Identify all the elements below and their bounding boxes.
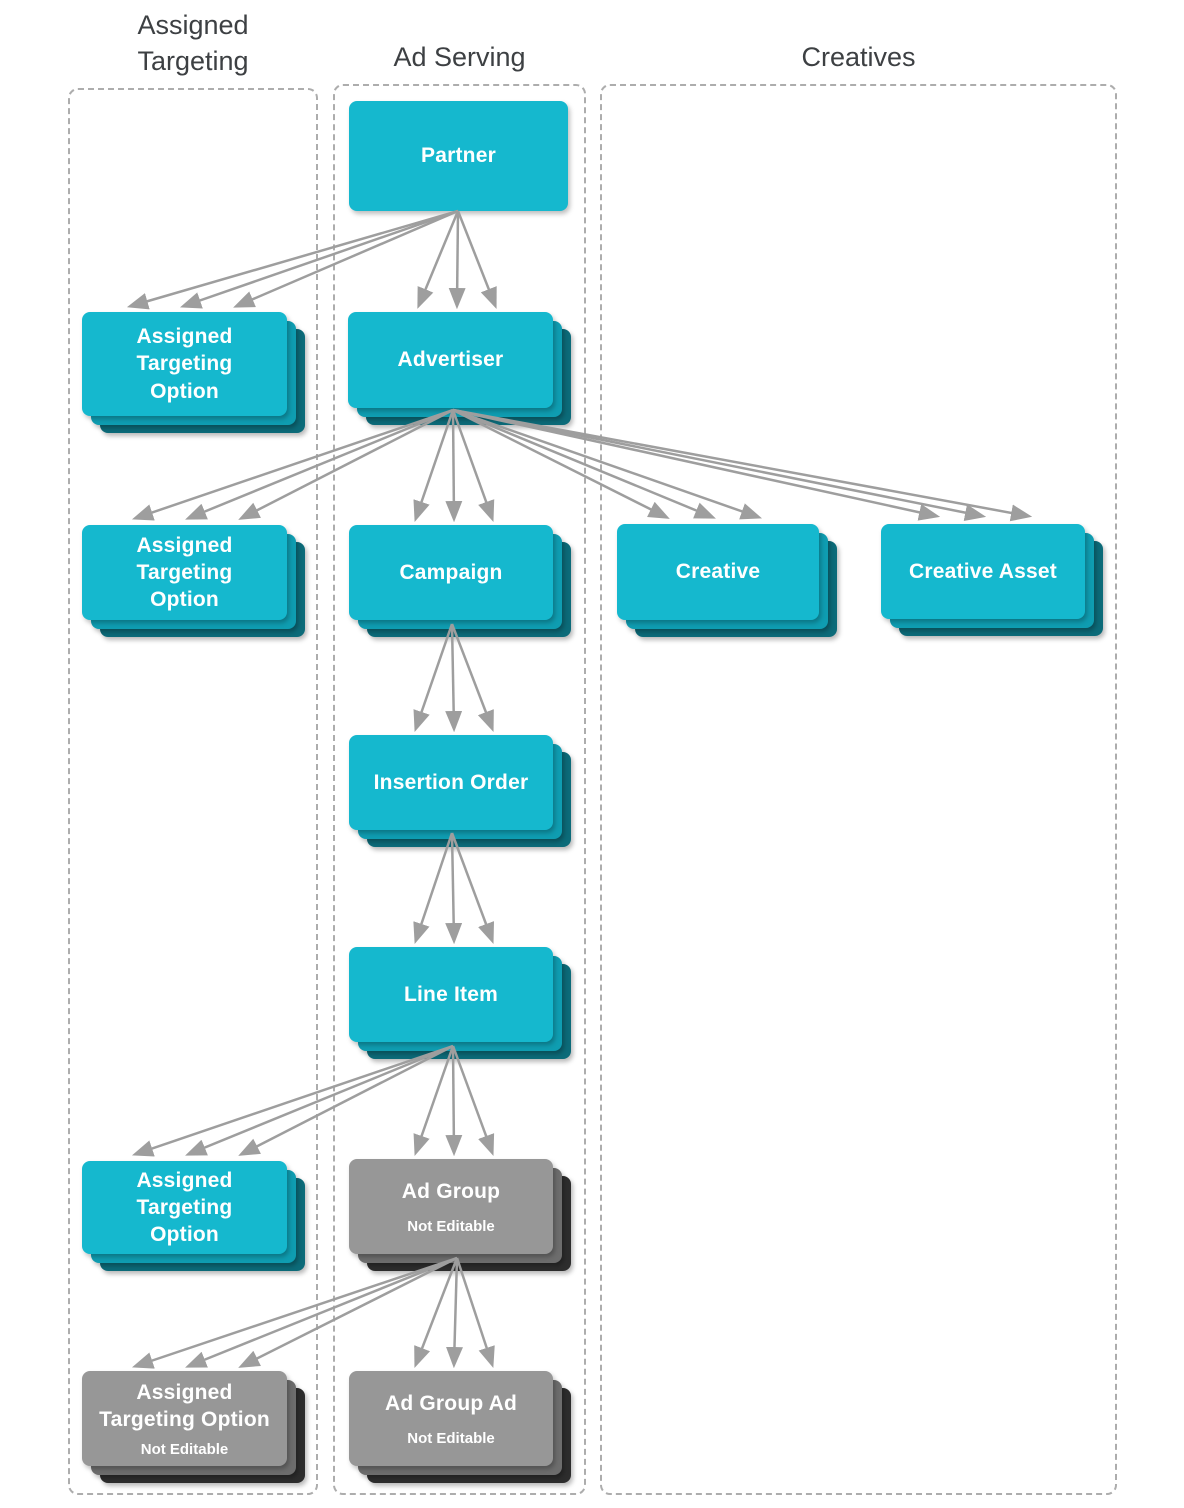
node-face: Insertion Order — [349, 735, 553, 830]
column-header-ad-serving: Ad Serving — [393, 42, 526, 72]
node-label: Creative Asset — [909, 559, 1057, 583]
node-creative-asset: Creative Asset — [881, 524, 1103, 636]
node-partner: Partner — [349, 101, 568, 211]
column-creatives — [600, 84, 1117, 1495]
node-label: Ad Group — [401, 1179, 501, 1203]
node-insertion-order: Insertion Order — [349, 735, 571, 847]
node-label: Partner — [421, 144, 496, 168]
node-sublabel-not-editable: Not Editable — [407, 1430, 495, 1448]
node-label: Assigned Targeting Option — [136, 325, 233, 403]
node-assigned-targeting-option-line-item: Assigned Targeting Option — [82, 1161, 305, 1271]
node-ad-group-ad: Ad Group Ad Not Editable — [349, 1371, 571, 1483]
node-label: Line Item — [404, 982, 498, 1006]
node-face: Assigned Targeting Option — [82, 1161, 287, 1254]
column-header-assigned-targeting: Assigned Targeting — [137, 10, 249, 76]
node-face: Line Item — [349, 947, 553, 1042]
column-assigned-targeting — [68, 88, 318, 1495]
node-face: Creative Asset — [881, 524, 1085, 619]
node-face: Ad Group Not Editable — [349, 1159, 553, 1254]
node-creative: Creative — [617, 524, 837, 637]
node-assigned-targeting-option-ad-group: Assigned Targeting Option Not Editable — [82, 1371, 305, 1483]
node-face: Ad Group Ad Not Editable — [349, 1371, 553, 1466]
node-label: Assigned Targeting Option — [136, 533, 233, 612]
node-face: Creative — [617, 524, 819, 620]
node-campaign: Campaign — [349, 525, 571, 637]
node-label: Campaign — [399, 560, 503, 584]
node-ad-group: Ad Group Not Editable — [349, 1159, 571, 1271]
node-assigned-targeting-option-advertiser: Assigned Targeting Option — [82, 525, 305, 637]
column-header-creatives: Creatives — [801, 42, 916, 72]
node-label: Creative — [675, 560, 761, 584]
node-sublabel-not-editable: Not Editable — [140, 1441, 229, 1459]
node-face: Campaign — [349, 525, 553, 620]
node-face: Assigned Targeting Option — [82, 525, 287, 620]
node-advertiser: Advertiser — [348, 312, 571, 425]
node-face: Assigned Targeting Option Not Editable — [82, 1371, 287, 1466]
node-sublabel-not-editable: Not Editable — [407, 1218, 495, 1236]
node-label: Advertiser — [397, 348, 504, 372]
node-label: Assigned Targeting Option — [99, 1380, 270, 1431]
node-label: Insertion Order — [373, 770, 529, 794]
node-face: Partner — [349, 101, 568, 211]
node-label: Assigned Targeting Option — [136, 1168, 233, 1247]
column-ad-serving — [333, 84, 586, 1495]
node-face: Advertiser — [348, 312, 553, 408]
node-label: Ad Group Ad — [384, 1391, 518, 1415]
node-line-item: Line Item — [349, 947, 571, 1059]
node-assigned-targeting-option-partner: Assigned Targeting Option — [82, 312, 305, 433]
node-face: Assigned Targeting Option — [82, 312, 287, 416]
